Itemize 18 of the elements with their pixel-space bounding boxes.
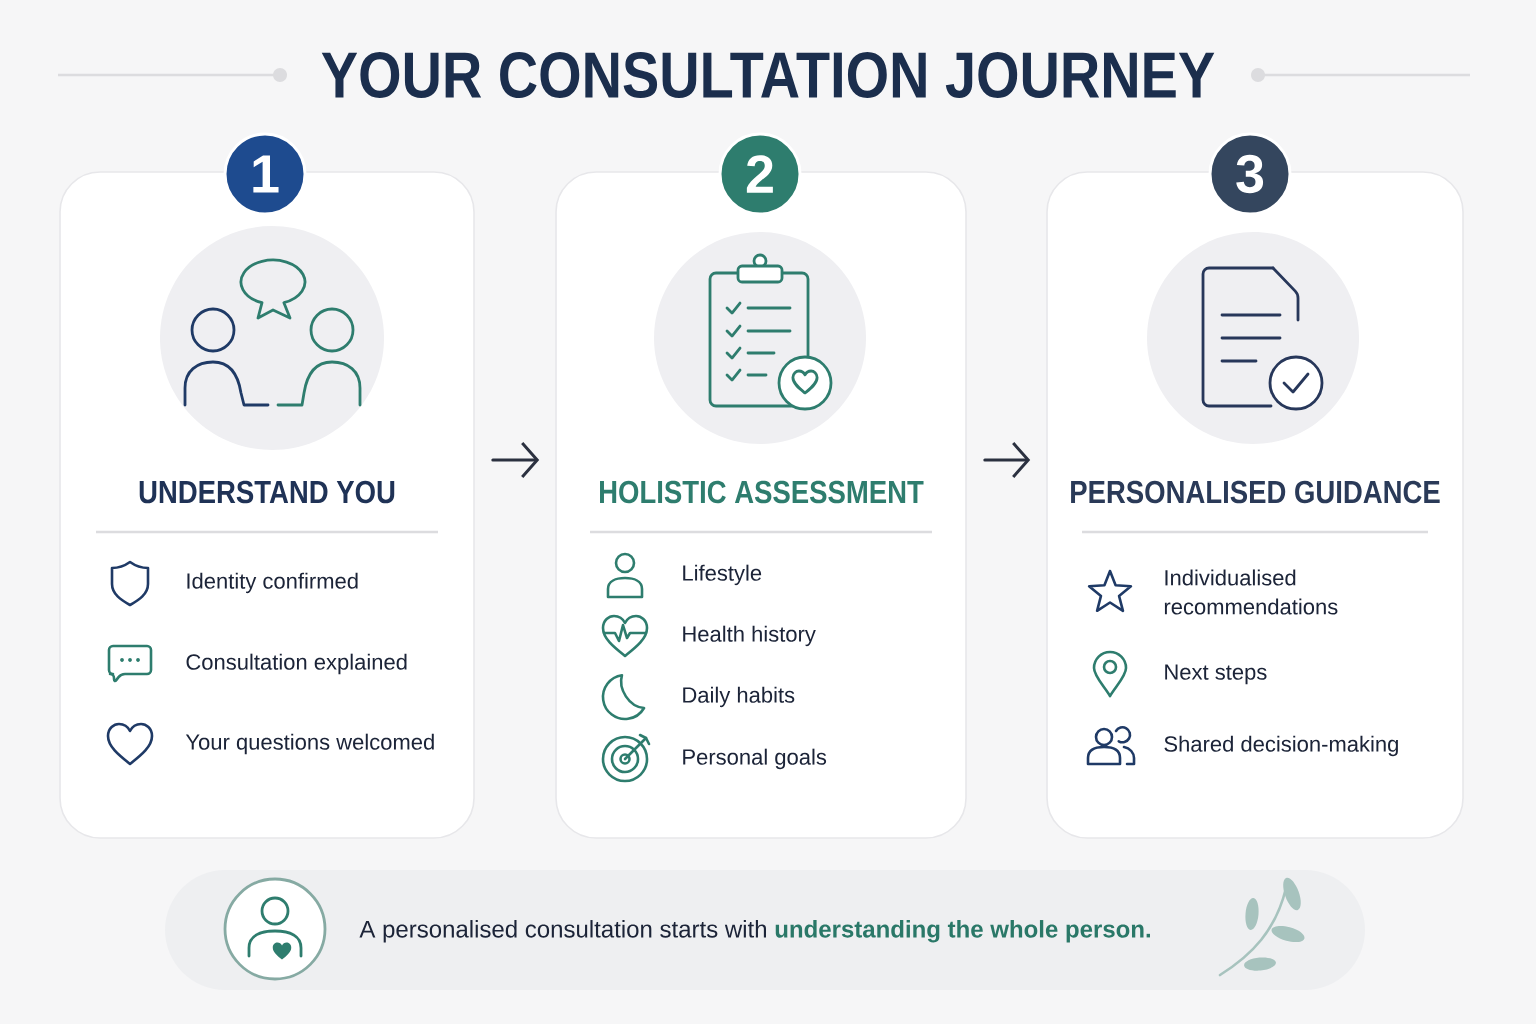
number-badge: 2 [718, 132, 802, 216]
list-item: Individualised recommendations [1164, 569, 1338, 615]
card-heading: HOLISTIC ASSESSMENT [600, 480, 924, 504]
list-item: Shared decision-making [1164, 735, 1398, 757]
number-badge: 1 [223, 132, 307, 216]
list-item: Health history [683, 625, 816, 647]
list-item: Your questions welcomed [185, 733, 434, 755]
list-item: Next steps [1165, 664, 1267, 685]
list-item: Consultation explained [186, 653, 407, 675]
card-heading: PERSONALISED GUIDANCE [1071, 480, 1440, 504]
list-item: Daily habits [683, 686, 795, 708]
banner-text: A personalised consultation starts with understanding the whole person. [359, 920, 1150, 943]
list-item: Personal goals [683, 748, 827, 770]
card-heading: UNDERSTAND YOU [139, 480, 395, 504]
list-item: Lifestyle [683, 564, 762, 586]
number-badge: 3 [1208, 132, 1292, 216]
title: YOUR CONSULTATION JOURNEY [321, 52, 1215, 98]
list-item: Identity confirmed [187, 572, 358, 594]
